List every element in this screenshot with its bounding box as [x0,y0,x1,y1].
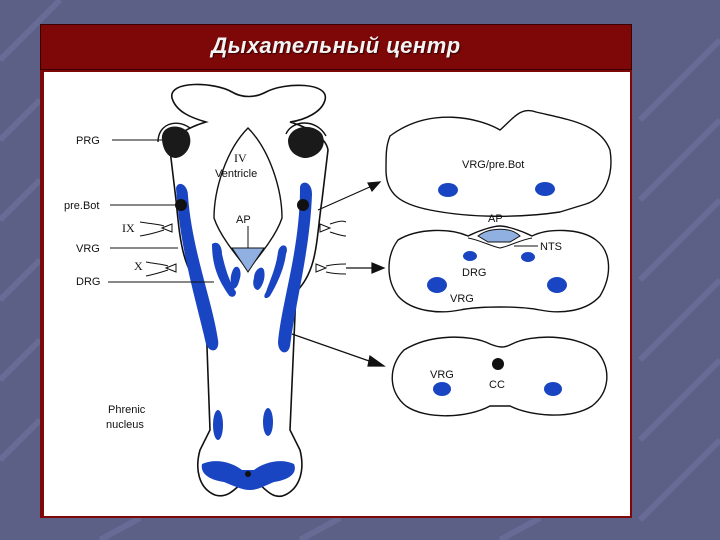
label-nerve-ix: IX [122,221,135,235]
label-drg: DRG [76,276,100,288]
label-nerve-x: X [134,259,143,273]
prebot-right-dot [297,199,309,211]
section3-cc-label: CC [489,379,505,391]
section2-ap-label: AP [488,213,503,225]
section2-drg-right [521,252,535,262]
section2-nts-label: NTS [540,241,562,253]
phrenic-right-nucleus [263,408,273,436]
label-phrenic-line2: nucleus [106,419,144,431]
section2-drg-label: DRG [462,267,486,279]
section3-vrg-right [544,382,562,396]
label-prg: PRG [76,135,100,147]
section1-left-nucleus [438,183,458,197]
label-ap-brainstem: AP [236,214,251,226]
section3-outline [392,337,607,416]
section3-vrg-left [433,382,451,396]
section3-cc-dot [492,358,504,370]
section2-vrg-label: VRG [450,293,474,305]
label-vrg: VRG [76,243,100,255]
section3-vrg-label: VRG [430,369,454,381]
section1-right-nucleus [535,182,555,196]
section1-label: VRG/pre.Bot [462,159,524,171]
label-ventricle: Ventricle [215,168,257,180]
phrenic-left-nucleus [213,410,223,440]
section2-vrg-left [427,277,447,293]
section2-drg-left [463,251,477,261]
label-phrenic-line1: Phrenic [108,404,146,416]
label-prebot: pre.Bot [64,200,99,212]
prebot-left-dot [175,199,187,211]
section2-vrg-right [547,277,567,293]
central-canal-dot [245,471,251,477]
label-ventricle-iv: IV [234,151,247,165]
